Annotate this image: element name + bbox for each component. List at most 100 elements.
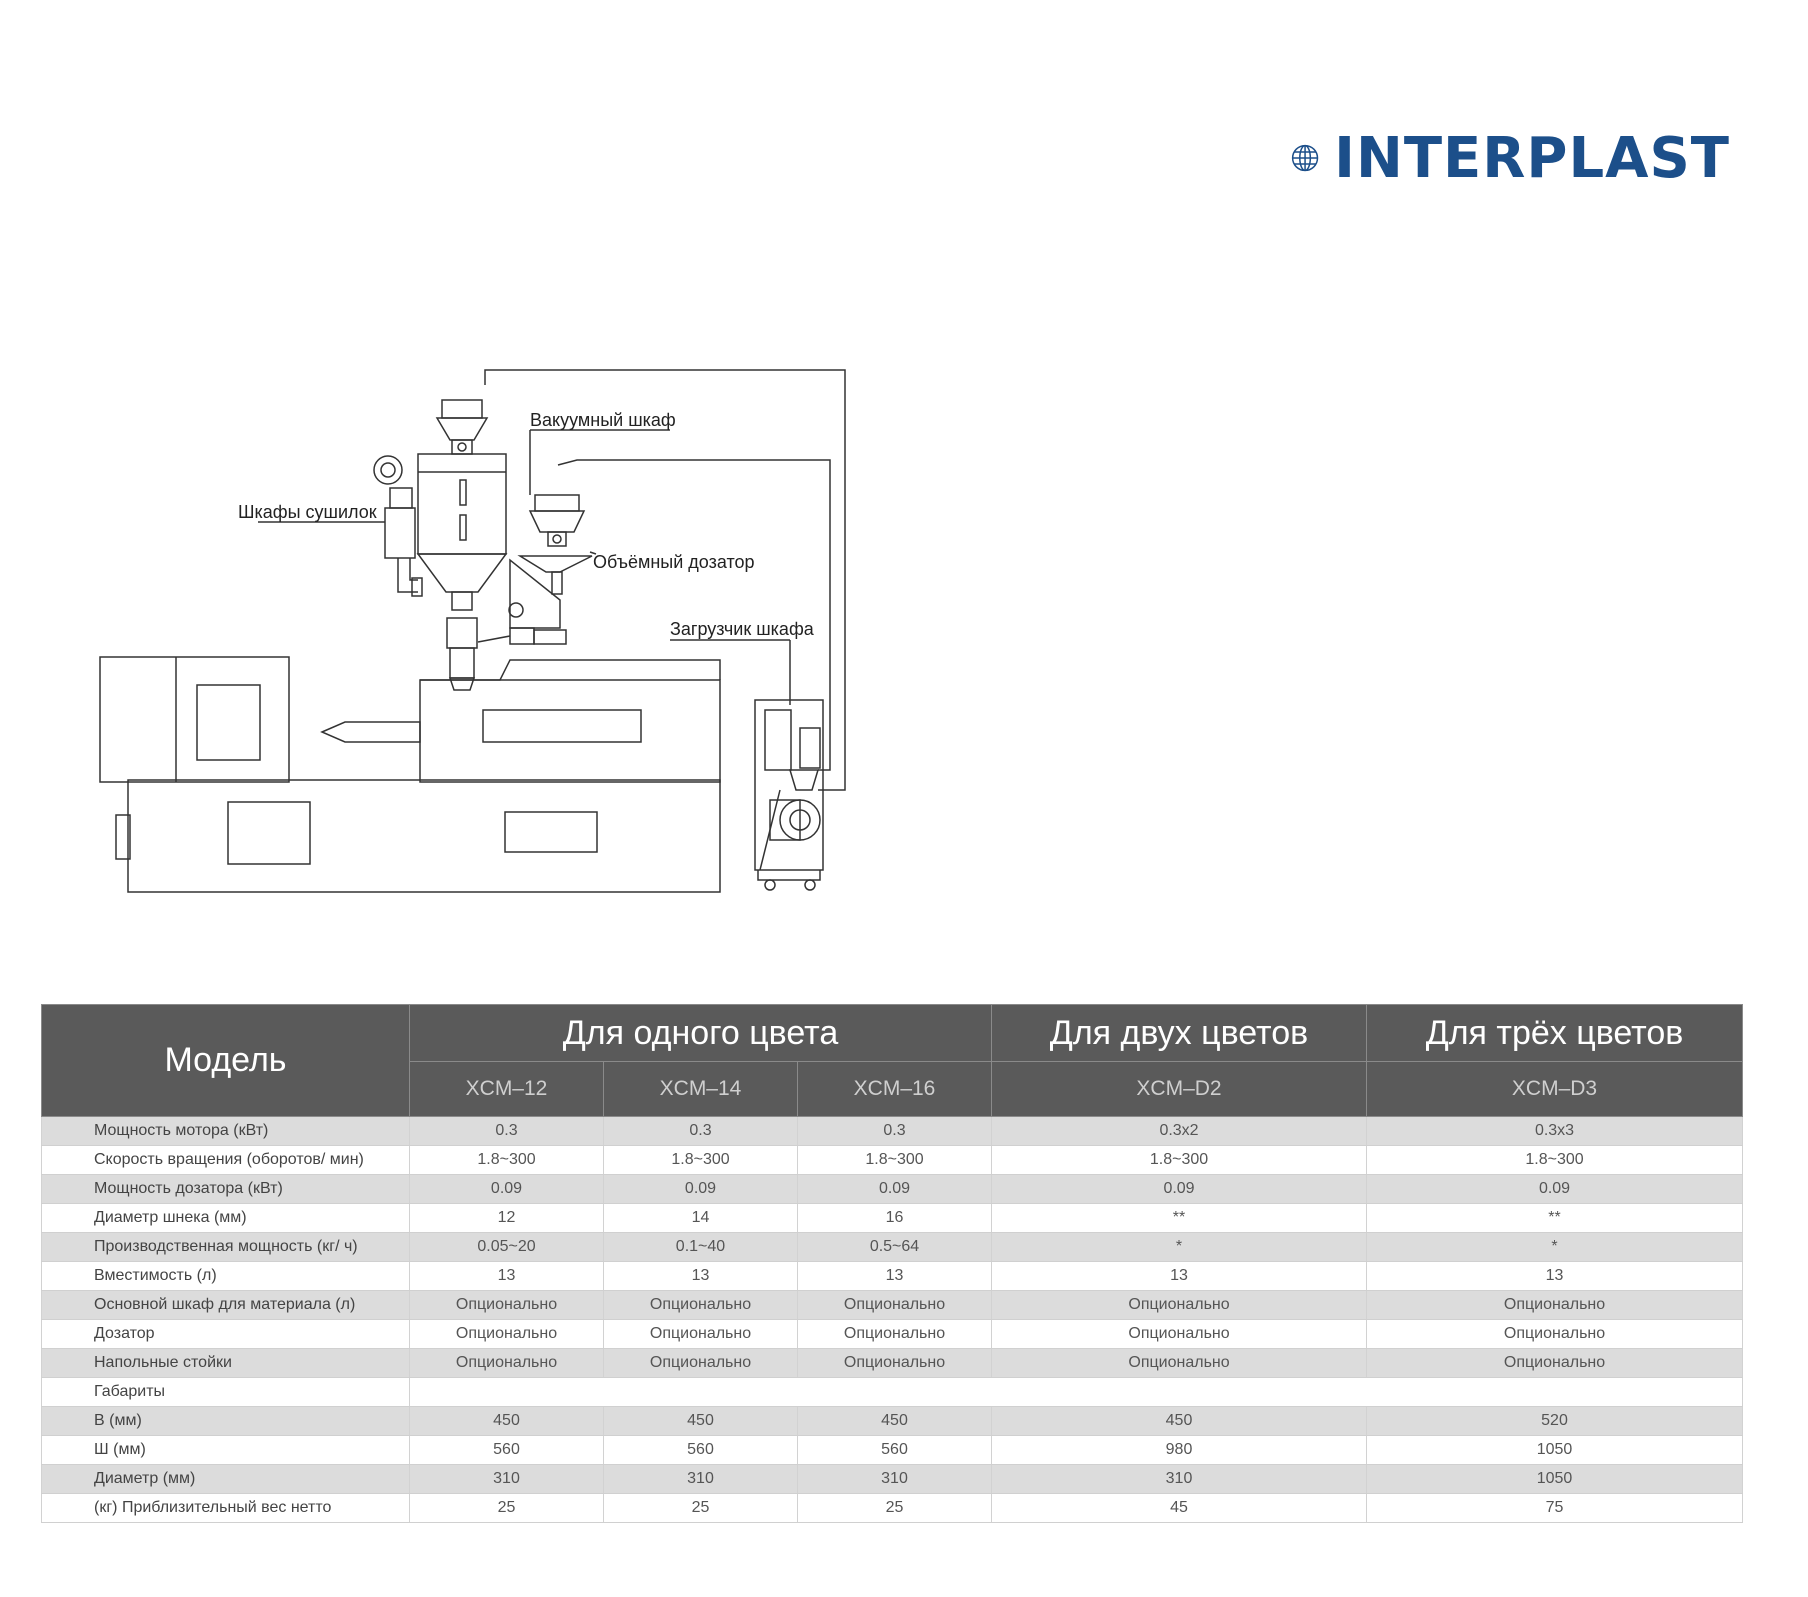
table-cell: 450 [409, 1406, 604, 1436]
table-cell: 310 [603, 1464, 798, 1494]
brand-name: INTERPLAST [1334, 125, 1730, 191]
table-cell: Опционально [409, 1319, 604, 1349]
table-cell: 0.3 [409, 1116, 604, 1146]
table-cell: * [991, 1232, 1368, 1262]
row-label: Диаметр шнека (мм) [41, 1203, 410, 1233]
group-header-one-color: Для одного цвета [408, 1004, 993, 1062]
group-header-three-colors: Для трёх цветов [1366, 1004, 1744, 1062]
table-cell: 1.8~300 [1366, 1145, 1744, 1175]
table-cell: 560 [603, 1435, 798, 1465]
table-cell: 25 [796, 1493, 993, 1523]
table-cell: Опционально [796, 1348, 993, 1378]
table-cell: 1.8~300 [991, 1145, 1368, 1175]
system-diagram: Вакуумный шкаф Шкафы сушилок Объёмный до… [0, 360, 880, 900]
row-label: Вместимость (л) [41, 1261, 410, 1291]
table-row: Производственная мощность (кг/ ч) 0.05~2… [41, 1232, 1744, 1262]
table-cell: Опционально [991, 1290, 1368, 1320]
table-cell: 310 [796, 1464, 993, 1494]
table-cell: 0.5~64 [796, 1232, 993, 1262]
table-row: Диаметр шнека (мм) 12 14 16 ** ** [41, 1203, 1744, 1233]
table-cell: 13 [1366, 1261, 1744, 1291]
table-row: Мощность дозатора (кВт) 0.09 0.09 0.09 0… [41, 1174, 1744, 1204]
label-vacuum-cabinet: Вакуумный шкаф [530, 410, 676, 430]
table-cell: 13 [603, 1261, 798, 1291]
table-cell: 1050 [1366, 1464, 1744, 1494]
table-row: Напольные стойки Опционально Опционально… [41, 1348, 1744, 1378]
table-cell: 1.8~300 [603, 1145, 798, 1175]
table-cell: 1.8~300 [796, 1145, 993, 1175]
table-cell: Опционально [991, 1319, 1368, 1349]
table-cell: 450 [991, 1406, 1368, 1436]
table-row: Диаметр (мм) 310 310 310 310 1050 [41, 1464, 1744, 1494]
table-cell: Опционально [1366, 1348, 1744, 1378]
table-cell: 310 [991, 1464, 1368, 1494]
table-cell: 13 [796, 1261, 993, 1291]
row-label: Мощность дозатора (кВт) [41, 1174, 410, 1204]
row-label: Основной шкаф для материала (л) [41, 1290, 410, 1320]
table-cell: 25 [603, 1493, 798, 1523]
table-cell: 560 [796, 1435, 993, 1465]
table-cell: 450 [796, 1406, 993, 1436]
table-cell: Опционально [796, 1319, 993, 1349]
row-label: Напольные стойки [41, 1348, 410, 1378]
table-row: Ш (мм) 560 560 560 980 1050 [41, 1435, 1744, 1465]
table-cell: 14 [603, 1203, 798, 1233]
row-label: Производственная мощность (кг/ ч) [41, 1232, 410, 1262]
dimensions-spacer [408, 1377, 1744, 1407]
row-label: Диаметр (мм) [41, 1464, 410, 1494]
label-hopper-loader: Загрузчик шкафа [670, 619, 815, 639]
table-cell: 0.05~20 [409, 1232, 604, 1262]
table-cell: Опционально [1366, 1319, 1744, 1349]
table-row: Дозатор Опционально Опционально Опционал… [41, 1319, 1744, 1349]
table-cell: 560 [409, 1435, 604, 1465]
row-label: Мощность мотора (кВт) [41, 1116, 410, 1146]
table-cell: 0.1~40 [603, 1232, 798, 1262]
table-cell: 0.3 [603, 1116, 798, 1146]
table-row: В (мм) 450 450 450 450 520 [41, 1406, 1744, 1436]
table-cell: 0.3 [796, 1116, 993, 1146]
row-label: Скорость вращения (оборотов/ мин) [41, 1145, 410, 1175]
table-row: Скорость вращения (оборотов/ мин) 1.8~30… [41, 1145, 1744, 1175]
table-cell: 16 [796, 1203, 993, 1233]
table-cell: 520 [1366, 1406, 1744, 1436]
row-label: Габариты [41, 1377, 410, 1407]
table-cell: 0.3x3 [1366, 1116, 1744, 1146]
model-header-cell: XCM–D2 [991, 1061, 1368, 1117]
table-cell: Опционально [409, 1348, 604, 1378]
label-volumetric-doser: Объёмный дозатор [593, 552, 755, 572]
table-cell: 1050 [1366, 1435, 1744, 1465]
table-cell: Опционально [603, 1348, 798, 1378]
table-cell: 13 [991, 1261, 1368, 1291]
table-cell: ** [991, 1203, 1368, 1233]
globe-icon [1291, 144, 1319, 172]
table-cell: 0.09 [1366, 1174, 1744, 1204]
table-cell: ** [1366, 1203, 1744, 1233]
model-header-cell: XCM–12 [409, 1061, 604, 1117]
row-label: Дозатор [41, 1319, 410, 1349]
table-cell: Опционально [603, 1319, 798, 1349]
row-label: Ш (мм) [41, 1435, 410, 1465]
table-cell: 0.09 [796, 1174, 993, 1204]
table-cell: 12 [409, 1203, 604, 1233]
model-header-cell: XCM–14 [603, 1061, 798, 1117]
table-cell: Опционально [1366, 1290, 1744, 1320]
row-label: (кг) Приблизительный вес нетто [41, 1493, 410, 1523]
table-row: Основной шкаф для материала (л) Опционал… [41, 1290, 1744, 1320]
table-cell: 0.09 [991, 1174, 1368, 1204]
table-row: Габариты [41, 1377, 1744, 1407]
table-cell: 45 [991, 1493, 1368, 1523]
table-cell: 310 [409, 1464, 604, 1494]
table-cell: 1.8~300 [409, 1145, 604, 1175]
model-header-cell: XCM–16 [796, 1061, 993, 1117]
table-cell: * [1366, 1232, 1744, 1262]
row-label: В (мм) [41, 1406, 410, 1436]
table-cell: Опционально [603, 1290, 798, 1320]
model-header: Модель [41, 1004, 410, 1117]
table-cell: 0.09 [603, 1174, 798, 1204]
brand-logo: INTERPLAST [1290, 118, 1730, 198]
table-cell: Опционально [991, 1348, 1368, 1378]
table-cell: Опционально [409, 1290, 604, 1320]
label-dryer-cabinets: Шкафы сушилок [238, 502, 377, 522]
spec-table: Модель Для одного цвета Для двух цветов … [41, 1004, 1744, 1523]
table-cell: 450 [603, 1406, 798, 1436]
